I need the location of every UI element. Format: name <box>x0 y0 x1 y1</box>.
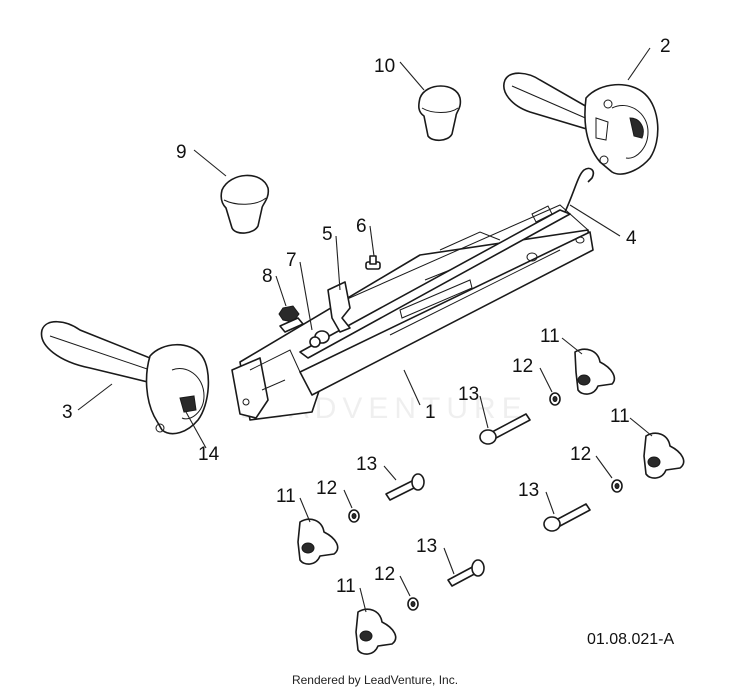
callout-13-c: 13 <box>518 480 539 501</box>
callout-14: 14 <box>198 444 220 465</box>
leader-lines <box>77 47 653 613</box>
callout-6: 6 <box>356 216 367 237</box>
callout-labels: 1 2 3 4 5 6 7 8 9 10 11 11 11 11 12 12 1… <box>62 36 671 597</box>
lever-handle-right <box>503 72 659 175</box>
lock-nut-3 <box>348 509 360 523</box>
callout-7: 7 <box>286 250 297 271</box>
carriage-bolt-3 <box>543 503 591 532</box>
lever-handle-left <box>40 320 210 435</box>
carriage-bolt-1 <box>479 413 531 445</box>
seat-rail-bracket <box>231 204 594 421</box>
wing-knob-1 <box>574 348 616 395</box>
screw <box>365 255 381 270</box>
wing-knob-2 <box>643 432 685 479</box>
carriage-bolt-4 <box>447 559 485 587</box>
lock-nut-2 <box>611 479 623 493</box>
callout-11-d: 11 <box>336 576 356 597</box>
lock-nut-4 <box>407 597 419 611</box>
callout-3: 3 <box>62 402 73 423</box>
callout-11-a: 11 <box>540 326 560 347</box>
spring-clip <box>327 281 351 333</box>
callout-12-c: 12 <box>316 478 337 499</box>
callout-8: 8 <box>262 266 273 287</box>
wing-knob-3 <box>297 518 339 565</box>
callout-12-a: 12 <box>512 356 533 377</box>
callout-4: 4 <box>626 228 637 249</box>
nut-small <box>278 305 304 333</box>
callout-13-d: 13 <box>416 536 437 557</box>
callout-2: 2 <box>660 36 671 57</box>
carriage-bolt-2 <box>385 473 425 501</box>
render-credit: Rendered by LeadVenture, Inc. <box>291 673 459 687</box>
callout-5: 5 <box>322 224 333 245</box>
callout-1: 1 <box>425 402 436 423</box>
callout-12-d: 12 <box>374 564 395 585</box>
bushing <box>309 330 330 348</box>
callout-9: 9 <box>176 142 187 163</box>
adjuster-rod <box>299 167 595 359</box>
callout-10: 10 <box>374 56 395 77</box>
shift-knob-right <box>418 85 462 142</box>
callout-11-b: 11 <box>610 406 630 427</box>
diagram-code: 01.08.021-A <box>587 631 675 648</box>
callout-13-a: 13 <box>458 384 479 405</box>
callout-13-b: 13 <box>356 454 377 475</box>
shift-knob-left <box>220 174 270 234</box>
callout-12-b: 12 <box>570 444 591 465</box>
lock-nut-1 <box>549 392 561 406</box>
wing-knob-4 <box>355 608 397 655</box>
callout-11-c: 11 <box>276 486 296 507</box>
